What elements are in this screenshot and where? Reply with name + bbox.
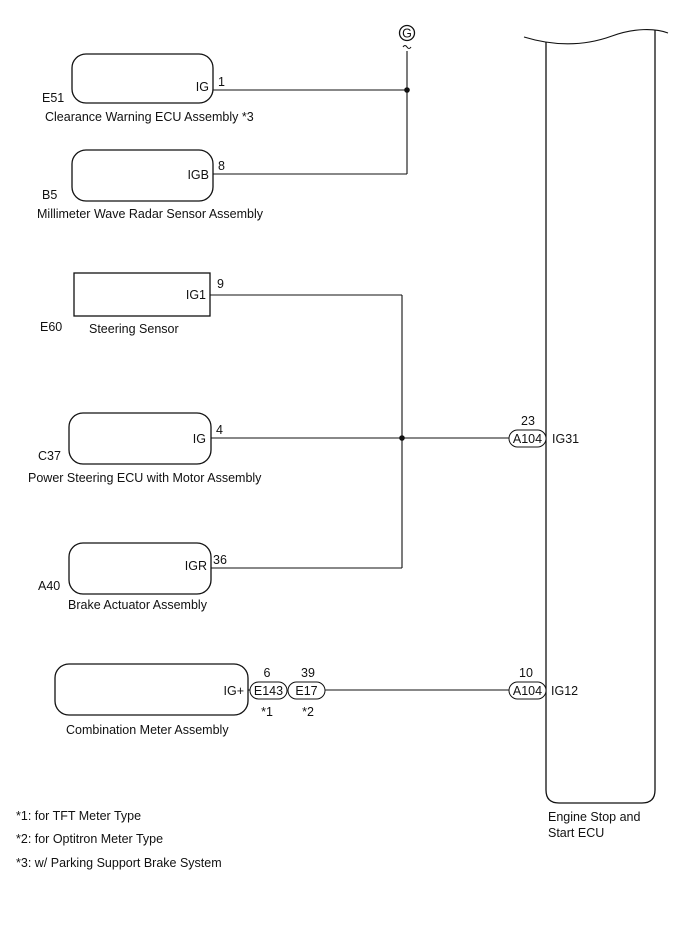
connector-pill	[508, 429, 547, 448]
component-code: A40	[38, 579, 60, 593]
ecu-name-line2: Start ECU	[548, 826, 604, 840]
connector-e17: E17 39 *2	[287, 666, 326, 719]
component-box	[71, 53, 214, 104]
footnotes: *1: for TFT Meter Type *2: for Optitron …	[16, 809, 222, 870]
junction-dot	[404, 87, 410, 93]
pin-number: 39	[301, 666, 315, 680]
pin-number: 1	[218, 75, 225, 89]
footnote: *1: for TFT Meter Type	[16, 809, 141, 823]
component-code: B5	[42, 188, 57, 202]
connector-code: A104	[513, 684, 542, 698]
connector-code: E143	[254, 684, 283, 698]
junction-dot	[399, 435, 405, 441]
connector-pill	[249, 681, 288, 700]
component-code: E60	[40, 320, 62, 334]
footnote: *3: w/ Parking Support Brake System	[16, 856, 222, 870]
ground-label: G	[402, 27, 412, 41]
pin-number: 4	[216, 423, 223, 437]
connector-pill	[508, 681, 547, 700]
connector-code: A104	[513, 432, 542, 446]
engine-stop-start-ecu: Engine Stop and Start ECU	[523, 29, 669, 840]
connector-code: E17	[295, 684, 317, 698]
connector-note: *1	[261, 705, 273, 719]
component-box	[73, 272, 211, 317]
terminal-label: IG1	[186, 288, 206, 302]
component-name: Power Steering ECU with Motor Assembly	[28, 471, 262, 485]
component-box	[68, 412, 212, 465]
component-code: C37	[38, 449, 61, 463]
connector-a104-ig31: A104 23 IG31	[508, 414, 579, 448]
component-box	[54, 663, 249, 716]
brake-actuator: IGR 36 A40 Brake Actuator Assembly	[38, 542, 227, 612]
ground-tilde	[402, 44, 412, 50]
radar-sensor: IGB 8 B5 Millimeter Wave Radar Sensor As…	[37, 149, 264, 221]
ground-symbol: G	[398, 24, 416, 50]
terminal-label: IGB	[187, 168, 209, 182]
pin-number: 6	[264, 666, 271, 680]
terminal-label: IG+	[224, 684, 245, 698]
component-name: Millimeter Wave Radar Sensor Assembly	[37, 207, 264, 221]
ground-circle	[398, 24, 416, 42]
pin-number: 36	[213, 553, 227, 567]
combination-meter: IG+ Combination Meter Assembly	[54, 663, 249, 737]
connector-note: *2	[302, 705, 314, 719]
terminal-label: IG	[196, 80, 209, 94]
component-name: Steering Sensor	[89, 322, 179, 336]
component-name: Combination Meter Assembly	[66, 723, 229, 737]
pin-number: 8	[218, 159, 225, 173]
ecu-name-line1: Engine Stop and	[548, 810, 640, 824]
power-steering-ecu: IG 4 C37 Power Steering ECU with Motor A…	[28, 412, 262, 485]
clearance-warning-ecu: IG 1 E51 Clearance Warning ECU Assembly …	[42, 53, 254, 124]
pin-number: 9	[217, 277, 224, 291]
connector-pill	[287, 681, 326, 700]
wires	[210, 51, 509, 691]
connector-e143: E143 6 *1	[249, 666, 288, 719]
terminal-label: IG31	[552, 432, 579, 446]
footnote: *2: for Optitron Meter Type	[16, 832, 163, 846]
component-code: E51	[42, 91, 64, 105]
steering-sensor: IG1 9 E60 Steering Sensor	[40, 272, 224, 336]
pin-number: 10	[519, 666, 533, 680]
ecu-break-line	[523, 29, 669, 45]
connector-a104-ig12: A104 10 IG12	[508, 666, 578, 700]
terminal-label: IG	[193, 432, 206, 446]
component-box	[68, 542, 212, 595]
component-box	[71, 149, 214, 202]
terminal-label: IGR	[185, 559, 207, 573]
ecu-body	[545, 30, 656, 804]
component-name: Clearance Warning ECU Assembly *3	[45, 110, 254, 124]
terminal-label: IG12	[551, 684, 578, 698]
component-name: Brake Actuator Assembly	[68, 598, 208, 612]
pin-number: 23	[521, 414, 535, 428]
